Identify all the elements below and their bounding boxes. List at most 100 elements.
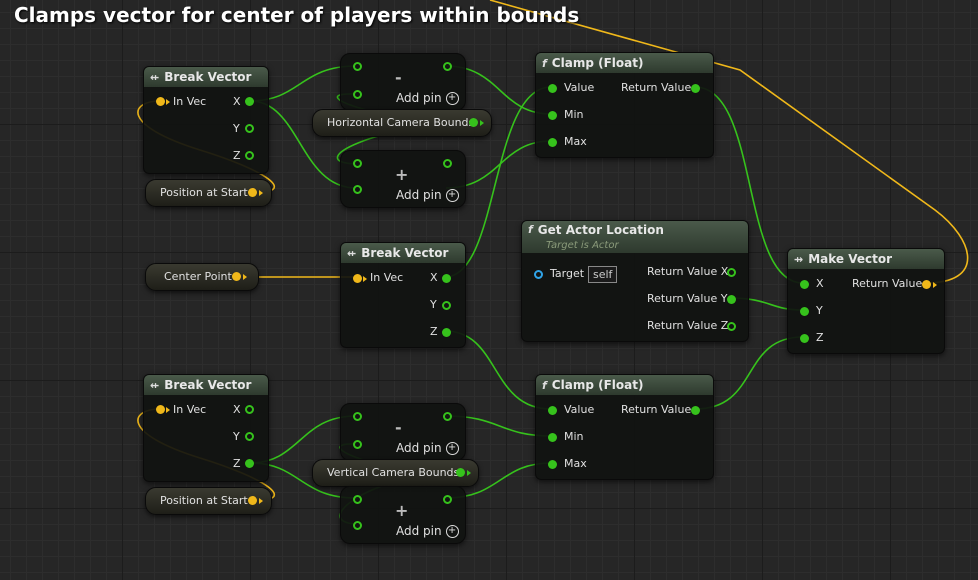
pin-arrow-icon <box>166 407 170 413</box>
y-pin[interactable] <box>245 124 254 133</box>
in-vec-pin[interactable] <box>156 97 165 106</box>
input-b-pin[interactable] <box>353 440 362 449</box>
return-x-label: Return Value X <box>647 265 729 278</box>
min-label: Min <box>564 430 584 443</box>
add-node[interactable]: + Add pin+ <box>340 150 466 208</box>
add-pin-button[interactable]: Add pin+ <box>396 524 459 538</box>
value-pin[interactable] <box>548 406 557 415</box>
x-label: X <box>233 403 241 416</box>
x-pin[interactable] <box>442 274 451 283</box>
pin-arrow-icon <box>259 190 263 196</box>
value-pin[interactable] <box>548 84 557 93</box>
value-label: Value <box>564 403 595 416</box>
in-vec-label: In Vec <box>173 95 207 108</box>
z-pin[interactable] <box>245 459 254 468</box>
output-pin[interactable] <box>443 62 452 71</box>
add-node[interactable]: + Add pin+ <box>340 486 466 544</box>
output-pin[interactable] <box>248 188 257 197</box>
break-vector-node[interactable]: ⇷Break Vector In Vec X Y Z <box>143 66 269 174</box>
z-pin[interactable] <box>245 151 254 160</box>
make-vector-node[interactable]: ⇸Make Vector X Y Z Return Value <box>787 248 945 354</box>
add-pin-label: Add pin <box>396 91 442 105</box>
y-label: Y <box>233 122 240 135</box>
min-pin[interactable] <box>548 111 557 120</box>
self-field[interactable]: self <box>588 266 618 283</box>
node-title: Clamp (Float) <box>551 378 644 392</box>
output-pin[interactable] <box>232 272 241 281</box>
y-pin[interactable] <box>442 301 451 310</box>
min-label: Min <box>564 108 584 121</box>
return-value-label: Return Value <box>621 403 692 416</box>
min-pin[interactable] <box>548 433 557 442</box>
input-a-pin[interactable] <box>353 62 362 71</box>
target-label: Target <box>550 267 585 280</box>
center-point-variable[interactable]: Center Point <box>145 263 259 291</box>
x-label: X <box>233 95 241 108</box>
subtract-node[interactable]: - Add pin+ <box>340 403 466 461</box>
break-vector-node[interactable]: ⇷Break Vector In Vec X Y Z <box>340 242 466 348</box>
input-b-pin[interactable] <box>353 90 362 99</box>
add-pin-button[interactable]: Add pin+ <box>396 188 459 202</box>
return-z-pin[interactable] <box>727 322 736 331</box>
position-at-start-variable[interactable]: Position at Start <box>145 487 272 515</box>
add-pin-label: Add pin <box>396 441 442 455</box>
output-pin[interactable] <box>443 495 452 504</box>
node-title: Break Vector <box>361 246 449 260</box>
max-pin[interactable] <box>548 138 557 147</box>
function-icon: f <box>528 223 533 236</box>
vertical-camera-bounds-variable[interactable]: Vertical Camera Bounds <box>312 459 479 487</box>
add-pin-icon: + <box>445 92 459 105</box>
target-pin[interactable] <box>534 270 543 279</box>
add-pin-button[interactable]: Add pin+ <box>396 441 459 455</box>
input-b-pin[interactable] <box>353 521 362 530</box>
node-subtitle: Target is Actor <box>546 240 619 251</box>
pin-arrow-icon <box>933 282 937 288</box>
add-pin-icon: + <box>445 442 459 455</box>
return-x-pin[interactable] <box>727 268 736 277</box>
x-pin[interactable] <box>800 280 809 289</box>
node-title: Break Vector <box>164 70 252 84</box>
in-vec-pin[interactable] <box>353 274 362 283</box>
y-pin[interactable] <box>800 307 809 316</box>
input-a-pin[interactable] <box>353 159 362 168</box>
output-pin[interactable] <box>248 496 257 505</box>
x-pin[interactable] <box>245 97 254 106</box>
add-pin-button[interactable]: Add pin+ <box>396 91 459 105</box>
break-vector-icon: ⇷ <box>347 246 357 260</box>
output-pin[interactable] <box>443 412 452 421</box>
position-at-start-variable[interactable]: Position at Start <box>145 179 272 207</box>
break-vector-node[interactable]: ⇷Break Vector In Vec X Y Z <box>143 374 269 482</box>
output-pin[interactable] <box>443 159 452 168</box>
comment-title: Clamps vector for center of players with… <box>14 3 580 27</box>
max-pin[interactable] <box>548 460 557 469</box>
x-pin[interactable] <box>245 405 254 414</box>
y-pin[interactable] <box>245 432 254 441</box>
input-b-pin[interactable] <box>353 185 362 194</box>
return-value-pin[interactable] <box>691 406 700 415</box>
minus-symbol: - <box>395 68 402 87</box>
pin-arrow-icon <box>467 470 471 476</box>
return-value-pin[interactable] <box>691 84 700 93</box>
return-y-pin[interactable] <box>727 295 736 304</box>
input-a-pin[interactable] <box>353 495 362 504</box>
horizontal-camera-bounds-variable[interactable]: Horizontal Camera Bounds <box>312 109 492 137</box>
z-pin[interactable] <box>800 334 809 343</box>
y-label: Y <box>816 304 823 317</box>
return-z-label: Return Value Z <box>647 319 729 332</box>
subtract-node[interactable]: - Add pin+ <box>340 53 466 111</box>
variable-label: Position at Start <box>160 186 248 199</box>
break-vector-icon: ⇷ <box>150 70 160 84</box>
z-pin[interactable] <box>442 328 451 337</box>
output-pin[interactable] <box>456 468 465 477</box>
break-vector-icon: ⇷ <box>150 378 160 392</box>
return-value-pin[interactable] <box>922 280 931 289</box>
input-a-pin[interactable] <box>353 412 362 421</box>
pin-arrow-icon <box>259 498 263 504</box>
in-vec-pin[interactable] <box>156 405 165 414</box>
pin-arrow-icon <box>480 120 484 126</box>
minus-symbol: - <box>395 418 402 437</box>
output-pin[interactable] <box>469 118 478 127</box>
